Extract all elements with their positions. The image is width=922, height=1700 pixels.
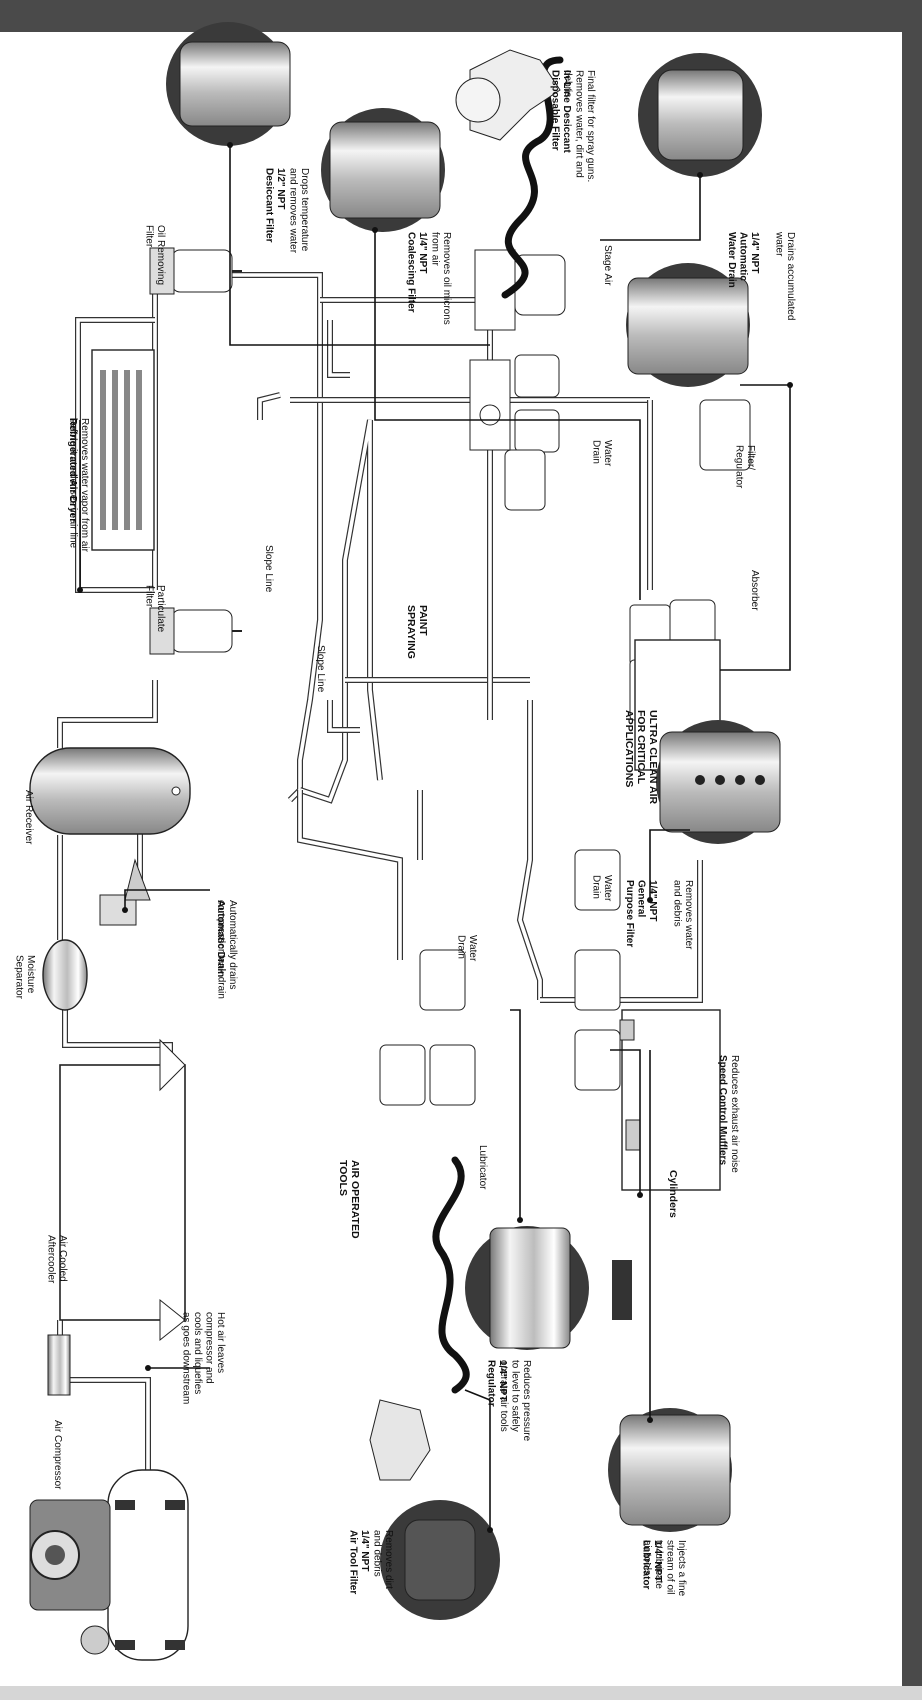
compressed-air-system-diagram: Air Compressor Air CooledAftercooler Moi…	[14, 22, 796, 1661]
callout-lubricator: 1/4" NPTLubricator Injects a finestream …	[641, 1540, 688, 1597]
bottom-frame-bar	[0, 1686, 922, 1700]
cylinder-icon	[619, 1009, 721, 1191]
air-receiver-icon	[29, 747, 191, 835]
label-air-receiver: Air Receiver	[23, 790, 34, 845]
label-slope-line-2: Slope Line	[315, 645, 326, 693]
label-moisture-separator: MoistureSeparator	[14, 955, 37, 1000]
callout-dryer-body: Removes water vapor from airbefore it co…	[68, 418, 91, 553]
spray-gun-icon	[455, 49, 561, 141]
callout-coalescing-title: 1/4" NPTCoalescing Filter	[406, 232, 429, 313]
regulator-circle	[465, 1226, 632, 1350]
callout-lubricator-title: 1/4" NPTLubricator	[641, 1540, 664, 1590]
callout-speed-title: Speed Control Mufflers	[717, 1055, 728, 1165]
label-cylinders: Cylinders	[667, 1170, 679, 1218]
callout-automatic-drain: Automatic Drain Automatically drainscomp…	[215, 900, 238, 999]
aftercooler-icon	[47, 1038, 186, 1396]
label-water-drain-2: WaterDrain	[591, 875, 614, 902]
label-air-compressor: Air Compressor	[52, 1420, 63, 1490]
label-particulate-filter: ParticulateFilter	[144, 585, 167, 633]
label-lubricator: Lubricator	[477, 1145, 488, 1190]
label-absorber: Absorber	[749, 570, 760, 611]
label-oil-removing-filter: Oil RemovingFilter	[144, 225, 167, 285]
callout-inline-desiccant: In-Line DesiccantDisposable Filter Final…	[550, 70, 597, 182]
label-water-drain-3: WaterDrain	[456, 935, 479, 962]
callout-coalescing-body: Removes oil micronsfrom air	[430, 232, 453, 325]
callout-desiccant-filter: 1/2" NPTDesiccant Filter Drops temperatu…	[264, 168, 311, 254]
callout-auto-drain-title: 1/4" NPTAutomaticWater Drain	[726, 232, 760, 288]
callout-auto-drain-body: Drains accumulatedwater	[774, 231, 797, 320]
air-tool-hose	[432, 1156, 470, 1394]
inline-filter-circle	[638, 53, 762, 177]
callout-regulator-title: 1/4" NPTRegulator	[486, 1360, 509, 1407]
callout-hot-air: Hot air leavescompressor andcools and li…	[181, 1312, 227, 1404]
label-filter-regulator: Filter/Regulator	[734, 445, 757, 489]
auto-water-drain-circle	[626, 263, 750, 387]
callout-air-tool-filter: 1/4" NPTAir Tool Filter Removes dirtand …	[348, 1530, 395, 1594]
label-paint-spraying: PAINTSPRAYING	[405, 605, 429, 659]
callout-general-purpose: 1/4" NPTGeneralPurpose Filter Removes wa…	[624, 880, 694, 950]
paint-spraying-fru-icon	[469, 249, 566, 511]
oil-filter-icon	[149, 247, 242, 295]
label-ultra-clean: ULTRA CLEAN AIRFOR CRITICALAPPLICATIONS	[623, 710, 659, 805]
label-stage-air: Stage Air	[602, 245, 613, 286]
label-aftercooler: Air CooledAftercooler	[46, 1235, 69, 1284]
desiccant-filter-circle	[166, 22, 291, 146]
callout-air-tool-body: Removes dirtand debris	[372, 1530, 395, 1589]
moisture-separator-icon	[42, 939, 88, 1011]
compressor-icon	[29, 1469, 189, 1661]
general-filter-circle	[656, 720, 781, 844]
label-air-operated-tools: AIR OPERATEDTOOLS	[337, 1160, 361, 1239]
callout-coalescing-filter: 1/4" NPTCoalescing Filter Removes oil mi…	[406, 232, 453, 325]
callout-regulator-body: Reduces pressureto level to safelyoperat…	[498, 1360, 532, 1442]
coalescing-filter-circle	[321, 108, 445, 232]
impact-wrench-icon	[369, 1399, 431, 1481]
callout-automatic-drain-body: Automatically drainscompressor tank drai…	[216, 900, 239, 999]
callout-auto-water-drain: 1/4" NPTAutomaticWater Drain Drains accu…	[726, 231, 796, 320]
callout-refrigerated-dryer: Refrigerated Air Dryer Removes water vap…	[67, 418, 90, 553]
callout-inline-body: Final filter for spray guns.Removes wate…	[562, 70, 596, 182]
leader-lines	[77, 142, 793, 1533]
callout-regulator: 1/4" NPTRegulator Reduces pressureto lev…	[486, 1360, 533, 1442]
callout-speed-control: Speed Control Mufflers Reduces exhaust a…	[717, 1055, 740, 1173]
lubricator-circle	[608, 1408, 732, 1532]
callout-air-tool-title: 1/4" NPTAir Tool Filter	[348, 1530, 371, 1594]
callout-general-body: Removes waterand debris	[672, 880, 695, 950]
callout-lubricator-body: Injects a finestream of oilto lubricatea…	[642, 1540, 688, 1597]
callout-desiccant-body: Drops temperatureand removes water	[288, 168, 311, 254]
callout-inline-title: In-Line DesiccantDisposable Filter	[550, 70, 573, 153]
top-frame-bar	[0, 0, 922, 32]
callout-desiccant-title: 1/2" NPTDesiccant Filter	[264, 168, 287, 243]
air-dryer-icon	[91, 349, 155, 551]
callout-general-title: 1/4" NPTGeneralPurpose Filter	[624, 880, 658, 947]
label-water-drain-1: WaterDrain	[591, 440, 614, 467]
particulate-filter-icon	[149, 607, 242, 655]
label-slope-line-1: Slope Line	[263, 545, 274, 593]
water-drain-filters-icon	[379, 849, 621, 1106]
callout-speed-body: Reduces exhaust air noise	[729, 1055, 740, 1173]
air-tool-filter-circle	[380, 1500, 500, 1620]
callout-automatic-drain-title: Automatic Drain	[215, 900, 226, 977]
right-frame-bar	[902, 0, 922, 1700]
callout-dryer-title: Refrigerated Air Dryer	[67, 418, 78, 522]
